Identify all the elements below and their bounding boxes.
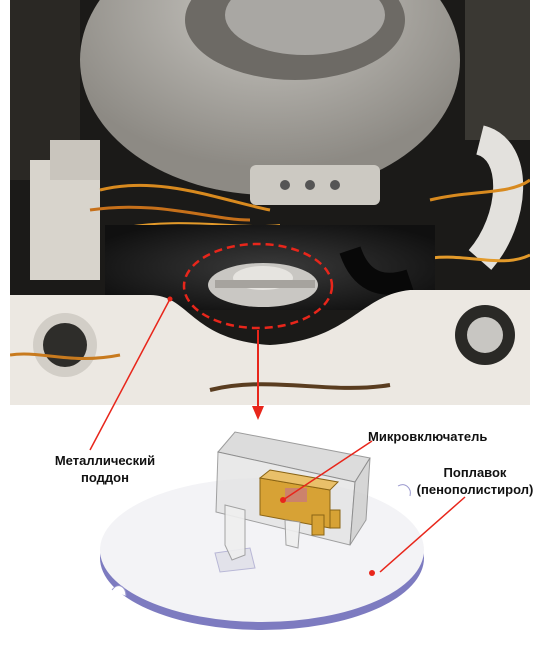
highlight-ellipse <box>182 242 334 330</box>
arrow-head <box>252 406 264 420</box>
label-float: Поплавок (пенополистирол) <box>400 464 550 498</box>
label-float-line2: (пенополистирол) <box>416 482 534 497</box>
float-illustration <box>100 431 424 630</box>
leader-metal-pan <box>89 298 171 451</box>
label-metal-pan-line1: Металлический <box>54 453 156 468</box>
label-microswitch: Микровключатель <box>368 429 488 444</box>
label-float-line1: Поплавок <box>443 465 507 480</box>
leader-float <box>379 496 466 573</box>
plastic-base <box>10 290 530 405</box>
photo-illustration <box>10 0 530 405</box>
leader-microswitch <box>282 440 373 501</box>
label-metal-pan-line2: поддон <box>81 470 129 485</box>
washer-underside-photo <box>10 0 530 405</box>
label-metal-pan: Металлический поддон <box>40 452 170 486</box>
